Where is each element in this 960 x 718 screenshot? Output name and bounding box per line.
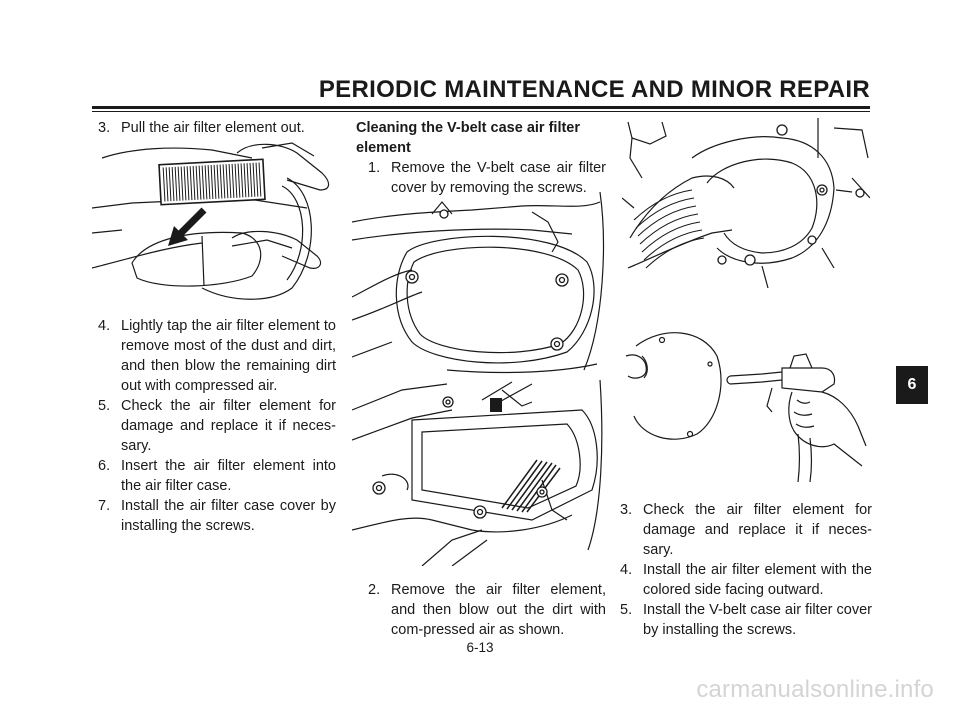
step-number: 5.: [98, 398, 111, 414]
step-text: Remove the air filter element, and then …: [391, 582, 606, 638]
list-item: 4. Install the air filter element with t…: [620, 560, 872, 600]
header-rule-thick: [92, 106, 870, 109]
step-text: Install the V-belt case air filter cover…: [643, 602, 872, 638]
right-steps-list: 3. Check the air filter element for dama…: [620, 500, 872, 640]
step-number: 5.: [620, 602, 633, 618]
step-number: 6.: [98, 458, 111, 474]
intake-duct-illustration: [622, 118, 870, 288]
step-text: Insert the air filter element into the a…: [121, 458, 336, 494]
step-number: 4.: [98, 318, 111, 334]
page-title: PERIODIC MAINTENANCE AND MINOR REPAIR: [318, 76, 870, 103]
list-item: 7. Install the air filter case cover by …: [98, 496, 336, 536]
middle-step-2: 2. Remove the air filter element, and th…: [368, 580, 606, 640]
list-item: 1. Remove the V-belt case air filter cov…: [368, 158, 606, 198]
chapter-tab[interactable]: 6: [896, 366, 928, 404]
left-step-3: 3. Pull the air filter element out.: [98, 118, 336, 138]
list-item: 2. Remove the air filter element, and th…: [368, 580, 606, 640]
step-text: Check the air filter element for damage …: [121, 398, 336, 454]
step-text: Check the air filter element for damage …: [643, 502, 872, 558]
step-text: Install the air filter element with the …: [643, 562, 872, 598]
left-steps-list: 4. Lightly tap the air filter element to…: [98, 316, 336, 536]
step-text: Lightly tap the air filter element to re…: [121, 318, 336, 394]
middle-intro: Cleaning the V-belt case air filter elem…: [356, 118, 606, 198]
step-number: 2.: [368, 582, 381, 598]
chapter-tab-label: 6: [907, 376, 917, 393]
air-filter-removal-illustration: [92, 138, 336, 303]
step-number: 3.: [620, 502, 633, 518]
step-number: 3.: [98, 120, 111, 136]
list-item: 5. Install the V-belt case air filter co…: [620, 600, 872, 640]
vbelt-case-open-illustration: [352, 380, 606, 566]
step-number: 1.: [368, 160, 381, 176]
step-number: 4.: [620, 562, 633, 578]
step-text: Pull the air filter element out.: [121, 120, 305, 136]
watermark: carmanualsonline.info: [696, 676, 934, 703]
page-number: 6-13: [466, 640, 494, 655]
step-text: Remove the V-belt case air filter cover …: [391, 160, 606, 196]
list-item: 4. Lightly tap the air filter element to…: [98, 316, 336, 396]
step-number: 7.: [98, 498, 111, 514]
list-item: 6. Insert the air filter element into th…: [98, 456, 336, 496]
compressed-air-gun-illustration: [622, 316, 870, 482]
section-heading: Cleaning the V-belt case air filter elem…: [356, 120, 581, 156]
header-rule-thin: [92, 111, 870, 112]
list-item: 3. Check the air filter element for dama…: [620, 500, 872, 560]
step-text: Install the air filter case cover by ins…: [121, 498, 336, 534]
vbelt-case-cover-illustration: [352, 192, 606, 374]
list-item: 5. Check the air filter element for dama…: [98, 396, 336, 456]
